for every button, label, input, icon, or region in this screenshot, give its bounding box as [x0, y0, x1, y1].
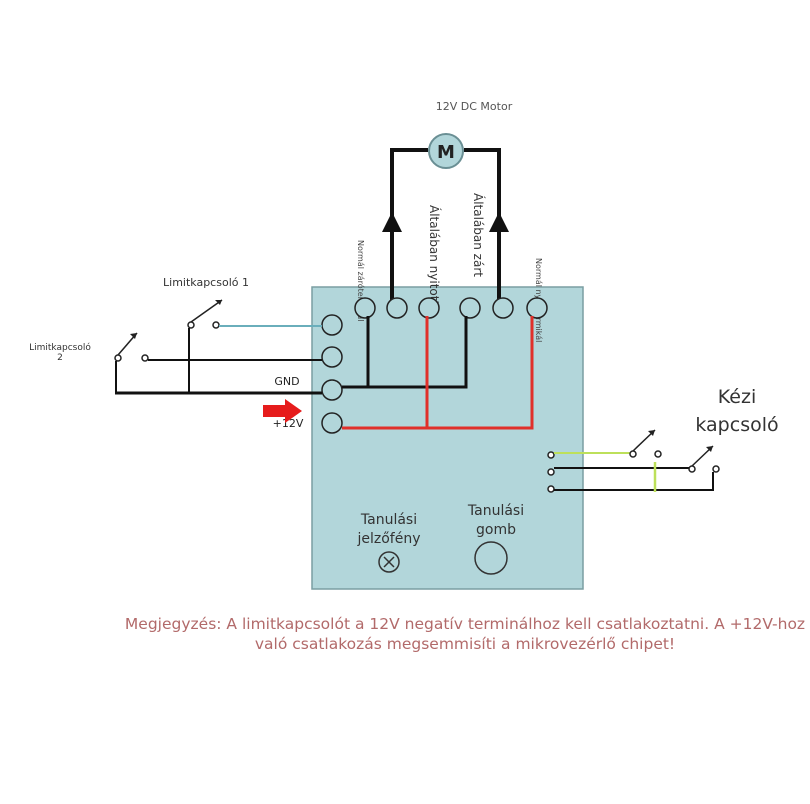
relay-label-nc-left: Normál zárótermikál — [356, 240, 366, 321]
limit-switch-2-label: Limitkapcsoló — [29, 342, 91, 353]
learning-indicator-label-2: jelzőfény — [356, 531, 420, 547]
power-input-arrow — [263, 399, 302, 423]
manual-switch-label-line2: kapcsoló — [695, 414, 778, 436]
manual-terminal-2 — [547, 468, 555, 476]
terminal-top-4 — [459, 297, 481, 319]
manual-switch-b-arrow — [706, 446, 713, 452]
motor-arrow-right — [489, 212, 509, 232]
limit-switch-1-lever — [190, 299, 223, 323]
manual-terminal-1 — [547, 451, 555, 459]
led-cross-2 — [383, 556, 395, 568]
motor-letter: M — [437, 142, 455, 163]
limit-switch-2-label-num: 2 — [57, 353, 63, 363]
terminal-top-2 — [386, 297, 408, 319]
learning-indicator-label-1: Tanulási — [360, 512, 417, 528]
limit-switch-1-label: Limitkapcsoló 1 — [163, 276, 249, 289]
limit-switch-2-contact-a — [114, 354, 122, 362]
gnd-label: GND — [274, 375, 299, 388]
manual-switch-a-arrow — [648, 430, 655, 436]
warning-note: Megjegyzés: A limitkapcsolót a 12V negat… — [124, 615, 806, 653]
plus12v-label: +12V — [273, 417, 304, 430]
manual-switch-a-contact-1 — [629, 450, 637, 458]
motor-symbol — [428, 133, 464, 169]
plus12v-bus-right — [427, 316, 534, 430]
limit-switch-1-contact-a — [187, 321, 195, 329]
terminal-top-6 — [526, 297, 548, 319]
terminal-left-2 — [321, 346, 343, 368]
svg-text:Normál zárótermikál: Normál zárótermikál — [356, 240, 366, 321]
terminal-top-3 — [418, 297, 440, 319]
relay-label-no-left: Általában nyitott — [427, 205, 442, 305]
motor-label: 12V DC Motor — [436, 100, 513, 113]
controller-board — [311, 286, 584, 590]
manual-wire-bottom — [554, 472, 714, 491]
terminal-top-5 — [492, 297, 514, 319]
manual-switch-a-contact-2 — [654, 450, 662, 458]
terminal-left-gnd — [321, 379, 343, 401]
terminal-left-1 — [321, 314, 343, 336]
motor-arrow-left — [382, 212, 402, 232]
manual-switch-label-line1: Kézi — [718, 386, 756, 408]
relay-label-nc-right: Általában zárt — [471, 193, 486, 277]
limit-switch-2-arrow — [130, 333, 137, 339]
motor-wire-left — [390, 148, 428, 225]
limit-switch-1-contact-b — [212, 321, 220, 329]
limit-switch-1-arrow — [215, 300, 222, 305]
terminal-left-12v — [321, 412, 343, 434]
manual-terminal-3 — [547, 485, 555, 493]
svg-text:Általában nyitott: Általában nyitott — [427, 205, 442, 305]
motor-wire-right — [464, 148, 501, 225]
learning-button-label-1: Tanulási — [467, 503, 524, 519]
learning-button[interactable] — [474, 541, 508, 575]
learning-button-label-2: gomb — [476, 522, 516, 538]
manual-switch-b-contact-1 — [688, 465, 696, 473]
manual-switch-b-contact-2 — [712, 465, 720, 473]
limit-switch-2-contact-b — [141, 354, 149, 362]
svg-text:Általában zárt: Általában zárt — [471, 193, 486, 277]
terminal-top-1 — [354, 297, 376, 319]
gnd-bus-right — [368, 316, 468, 389]
